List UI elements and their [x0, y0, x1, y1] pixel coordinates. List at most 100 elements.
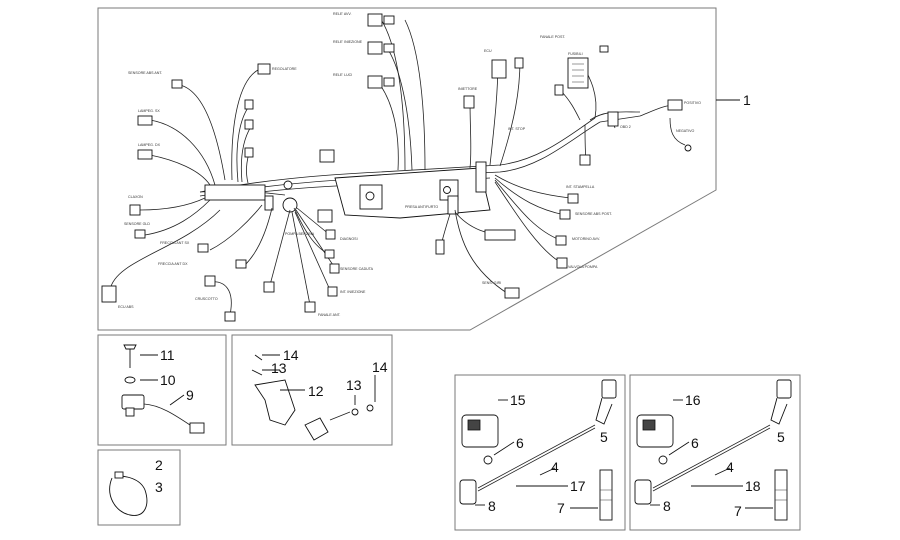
callout-16: 16	[685, 392, 701, 408]
label-sens-giri: SENS. GIRI	[482, 281, 501, 285]
ignition-coil-b: 16 6 5 4 18 8 7	[634, 379, 792, 521]
label-obd: OBD 2	[620, 125, 631, 129]
ecu-abs-connector	[101, 285, 117, 303]
callout-11: 11	[160, 347, 175, 363]
coil-panel-a-frame	[454, 374, 626, 531]
callout-7a: 7	[557, 500, 565, 516]
label-fanale-ant: FANALE ANT.	[318, 313, 341, 317]
callout-12: 12	[308, 383, 324, 399]
harness-grommet	[475, 161, 487, 193]
callout-3: 3	[155, 479, 163, 495]
label-rele-iniezione: RELE' INIEZIONE	[333, 40, 363, 44]
callout-7b: 7	[734, 503, 742, 519]
sensor-body	[121, 394, 145, 410]
label-regolatore: REGOLATORE	[272, 67, 297, 71]
label-lampeggiatore-sx: LAMPEG. SX	[138, 109, 160, 113]
sens-giri-connector	[504, 287, 520, 299]
label-ecu: ECU	[484, 49, 492, 53]
label-sensore-caduta: SENSORE CADUTA	[340, 267, 374, 271]
callout-15: 15	[510, 392, 526, 408]
right-harness-branch: FANALE POST. FUSIBILI POSITIVO NEGATIVO …	[494, 35, 701, 269]
label-int-iniezione: INT. INIEZIONE	[340, 290, 366, 294]
fuse-box	[567, 57, 589, 89]
spark-plug-17	[599, 469, 613, 521]
callout-2: 2	[155, 457, 163, 473]
cap-5b	[776, 379, 792, 399]
callout-17: 17	[570, 478, 586, 494]
cap-5a	[601, 379, 617, 399]
label-motorino-avv: MOTORINO AVV.	[572, 237, 600, 241]
int-iniezione-connector	[263, 281, 275, 293]
label-negativo: NEGATIVO	[676, 129, 695, 133]
dashboard-connector	[204, 275, 216, 287]
bracket-panel-frame	[231, 334, 393, 446]
ignition-coil-a: 15 6 5 4 17 8 7	[459, 379, 617, 521]
spark-plug-18	[774, 469, 788, 521]
abs-sensor-front-connector	[171, 79, 183, 89]
callout-5a: 5	[600, 429, 608, 445]
callout-13b: 13	[346, 377, 362, 393]
lead-4a	[477, 424, 596, 489]
sensor-assembly: 11 10 9	[121, 344, 205, 434]
relay-avv	[367, 13, 383, 27]
washer-10	[124, 376, 136, 384]
gld-sensor-connector	[134, 229, 146, 239]
callout-9: 9	[186, 387, 194, 403]
label-sensore-abs-post: SENSORE ABS POST.	[575, 212, 612, 216]
obd-connector	[607, 111, 619, 127]
lower-middle-connectors: POMPA BENZINA DIAGNOSI SENSORE CADUTA IN…	[263, 205, 438, 317]
cable-tie-panel-frame	[97, 449, 181, 526]
injector-connector	[463, 95, 475, 109]
hub-grommet	[282, 197, 298, 213]
claxon-connector	[129, 204, 141, 216]
label-fanale-post: FANALE POST.	[540, 35, 565, 39]
harness-frame-bracket	[334, 167, 491, 219]
label-cavalletto: INT. STAMPELLA	[566, 185, 595, 189]
harness-connector-mid	[447, 195, 459, 215]
label-positivo: POSITIVO	[684, 101, 701, 105]
callout-10: 10	[160, 372, 176, 388]
left-lower-connectors: CLAXON SENSORE GLD ECU ABS FRECCIA ANT S…	[101, 195, 273, 322]
label-fusibili: FUSIBILI	[568, 52, 583, 56]
harness-spine	[199, 117, 601, 223]
lead-4b	[652, 424, 771, 489]
callout-6a: 6	[516, 435, 524, 451]
callout-13a: 13	[271, 360, 287, 376]
cable-tie: 2 3	[109, 457, 163, 516]
label-sensore-abs-ant: SENSORE ABS ANT.	[128, 71, 162, 75]
bracket-12	[254, 379, 296, 426]
label-iniettore: INIETTORE	[458, 87, 478, 91]
negative-terminal	[684, 144, 692, 152]
nut-6a	[483, 455, 493, 465]
label-claxon: CLAXON	[128, 195, 143, 199]
cap-8a	[459, 479, 477, 505]
left-hub-connector	[204, 184, 266, 201]
label-presa-antifurto: PRESA ANTIFURTO	[405, 205, 438, 209]
label-freccia-ant-sx: FRECCIA ANT SX	[160, 241, 190, 245]
valve-connector	[556, 257, 568, 269]
relay-luci	[367, 75, 383, 89]
label-rele-avv: RELE' AVV.	[333, 12, 351, 16]
clip	[304, 417, 329, 441]
label-pompa-benzina: POMPA BENZINA	[285, 232, 315, 236]
label-rele-luci: RELE' LUCI	[333, 73, 352, 77]
label-stop-post: INT. STOP	[508, 127, 526, 131]
label-freccia-ant-dx: FRECCIA ANT DX	[158, 262, 188, 266]
left-top-connectors: SENSORE ABS ANT. LAMPEG. SX LAMPEG. DX R…	[128, 63, 297, 186]
iniettore-plug	[484, 229, 516, 241]
sensor-plug-9	[189, 422, 205, 434]
connector-block-lower	[317, 209, 333, 223]
blinker-right-connector	[137, 149, 153, 160]
tail-light-connector	[599, 45, 609, 53]
bracket-assembly: 14 13 12 13 14	[251, 347, 388, 441]
callout-4a: 4	[551, 459, 559, 475]
connector-block-upper	[319, 149, 335, 163]
label-abs-ant: ECU ABS	[118, 305, 134, 309]
sensor-panel-frame	[97, 334, 227, 446]
coil-panel-b-frame	[629, 374, 801, 531]
callout-14a: 14	[283, 347, 299, 363]
callout-8a: 8	[488, 498, 496, 514]
relay-group: RELE' AVV. RELE' INIEZIONE RELE' LUCI	[333, 12, 426, 171]
